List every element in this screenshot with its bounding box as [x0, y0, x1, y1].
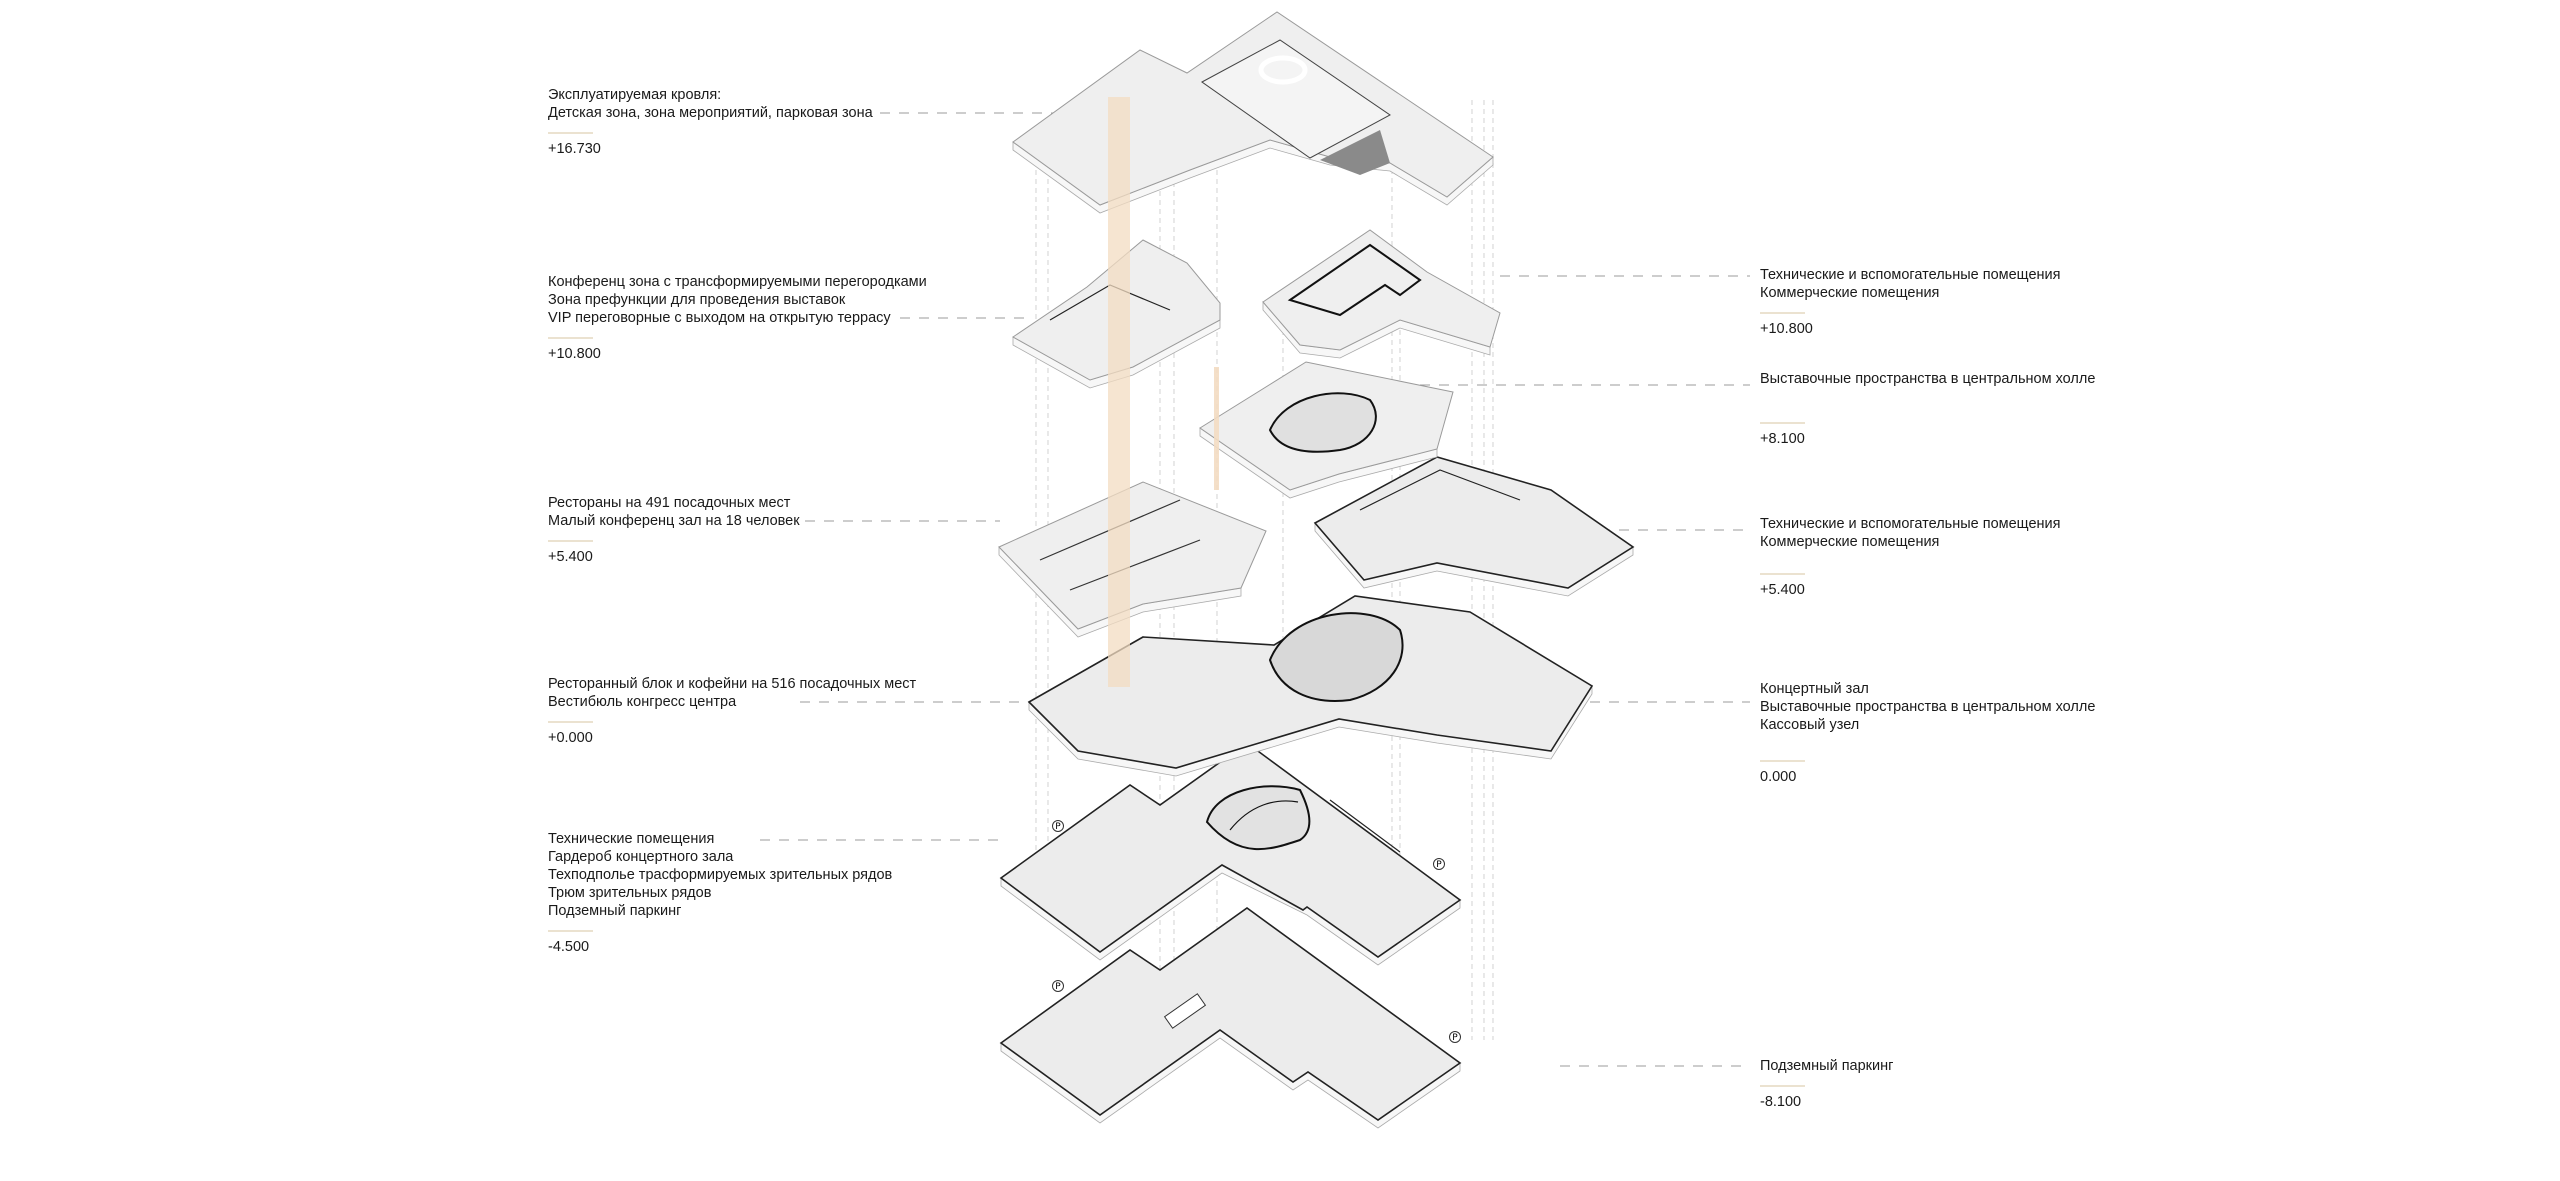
elevation-mark: +8.100: [1760, 431, 1805, 447]
label-roof: Эксплуатируемая кровля: Детская зона, зо…: [548, 86, 873, 158]
label-restaurants-level: Рестораны на 491 посадочных мест Малый к…: [548, 494, 800, 566]
elevation-mark: 0.000: [1760, 769, 1797, 785]
parking-marker: P: [1052, 980, 1064, 992]
elevation-mark: +5.400: [1760, 582, 1805, 598]
divider: [548, 132, 593, 134]
divider: [1760, 760, 1805, 762]
elevation-mark: +10.800: [1760, 321, 1813, 337]
level-0000: [1027, 595, 1594, 777]
elevation-mark: -8.100: [1760, 1094, 1802, 1110]
vertical-core-highlight-secondary: [1214, 367, 1219, 490]
svg-text:P: P: [1055, 822, 1061, 832]
divider: [548, 337, 593, 339]
elevation-mark: +16.730: [548, 141, 601, 157]
svg-text:P: P: [1055, 982, 1061, 992]
divider: [1760, 1085, 1805, 1087]
label-line: Ресторанный блок и кофейни на 516 посадо…: [548, 676, 917, 692]
label-conference-level: Конференц зона с трансформируемыми перег…: [548, 273, 927, 363]
level-5400-right: [1313, 456, 1635, 597]
label-line: Детская зона, зона мероприятий, парковая…: [548, 105, 873, 121]
level-8100-exhibition: [1199, 361, 1454, 499]
label-right-concert-hall: Концертный зал Выставочные пространства …: [1760, 680, 2095, 786]
vertical-core-highlight: [1108, 97, 1130, 687]
label-line: Коммерческие помещения: [1760, 285, 1940, 301]
label-line: Концертный зал: [1760, 681, 1869, 697]
label-line: Рестораны на 491 посадочных мест: [548, 495, 791, 511]
divider: [548, 930, 593, 932]
label-line: Подземный паркинг: [548, 903, 682, 919]
label-line: Гардероб концертного зала: [548, 849, 734, 865]
label-line: Трюм зрительных рядов: [548, 885, 712, 901]
divider: [1760, 573, 1805, 575]
parking-marker: P: [1449, 1031, 1461, 1043]
label-line: Технические помещения: [548, 831, 715, 847]
label-basement-level: Технические помещения Гардероб концертно…: [548, 830, 892, 956]
label-line: Выставочные пространства в центральном х…: [1760, 699, 2096, 715]
label-right-parking-8100: Подземный паркинг -8.100: [1760, 1057, 1893, 1111]
label-line: Выставочные пространства в центральном х…: [1760, 371, 2096, 387]
label-line: Коммерческие помещения: [1760, 534, 1940, 550]
label-line: Конференц зона с трансформируемыми перег…: [548, 274, 927, 290]
level-5400-left: [998, 481, 1267, 638]
parking-marker: P: [1052, 820, 1064, 832]
level-16730-roof: [1012, 11, 1494, 214]
label-line: Технические и вспомогательные помещения: [1760, 267, 2061, 283]
label-right-technical-5400: Технические и вспомогательные помещения …: [1760, 515, 2060, 599]
label-line: Вестибюль конгресс центра: [548, 694, 737, 710]
label-line: Технические и вспомогательные помещения: [1760, 516, 2061, 532]
label-ground-level: Ресторанный блок и кофейни на 516 посадо…: [548, 675, 916, 747]
divider: [548, 721, 593, 723]
label-line: Малый конференц зал на 18 человек: [548, 513, 800, 529]
svg-text:P: P: [1452, 1033, 1458, 1043]
divider: [1760, 422, 1805, 424]
divider: [548, 540, 593, 542]
leader-lines: [760, 112, 1750, 1067]
label-right-exhibition-8100: Выставочные пространства в центральном х…: [1760, 370, 2095, 448]
elevation-mark: +5.400: [548, 549, 593, 565]
label-right-technical-10800: Технические и вспомогательные помещения …: [1760, 266, 2060, 338]
level-minus-4500: [999, 742, 1462, 966]
label-line: Зона префункции для проведения выставок: [548, 292, 846, 308]
label-line: Кассовый узел: [1760, 717, 1860, 733]
label-line: VIP переговорные с выходом на открытую т…: [548, 310, 891, 326]
divider: [1760, 312, 1805, 314]
label-line: Техподполье трасформируемых зрительных р…: [548, 867, 893, 883]
label-line: Эксплуатируемая кровля:: [548, 87, 722, 103]
label-line: Подземный паркинг: [1760, 1058, 1894, 1074]
elevation-mark: +0.000: [548, 730, 593, 746]
level-10800-right: [1262, 229, 1501, 359]
elevation-mark: -4.500: [548, 939, 590, 955]
svg-text:P: P: [1436, 860, 1442, 870]
elevation-mark: +10.800: [548, 346, 601, 362]
parking-marker: P: [1433, 858, 1445, 870]
level-minus-8100-parking: [999, 907, 1462, 1129]
